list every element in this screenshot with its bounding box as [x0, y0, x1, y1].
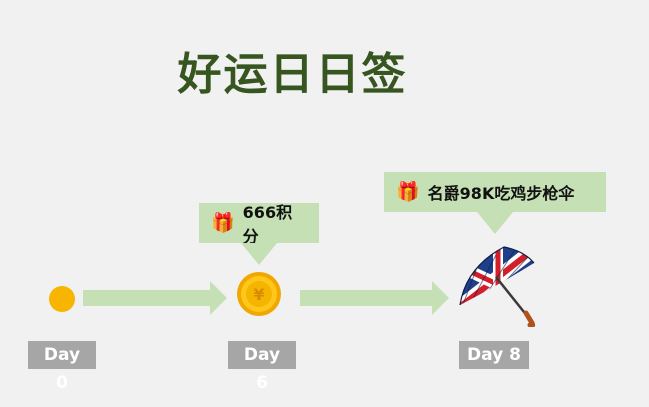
reward-bubble-day8: 🎁 名爵98K吃鸡步枪伞	[384, 172, 606, 212]
reward-label-day8: 名爵98K吃鸡步枪伞	[427, 184, 575, 203]
page-title: 好运日日签	[177, 49, 408, 100]
day-badge-6: Day 6	[228, 341, 296, 393]
gift-icon: 🎁	[211, 211, 235, 234]
gift-icon: 🎁	[396, 180, 420, 203]
yuan-coin-icon: ¥	[237, 272, 281, 316]
day-badge-8: Day 8	[459, 341, 529, 369]
svg-text:¥: ¥	[253, 285, 264, 304]
umbrella-icon	[459, 246, 536, 327]
gold-dot-icon	[49, 286, 75, 312]
progress-arrow	[300, 281, 449, 315]
reward-bubble-day6: 🎁 666积分	[199, 203, 319, 246]
progress-arrow	[83, 281, 227, 315]
day-badge-0: Day 0	[28, 341, 96, 393]
reward-label-day6: 666积分	[242, 203, 293, 246]
